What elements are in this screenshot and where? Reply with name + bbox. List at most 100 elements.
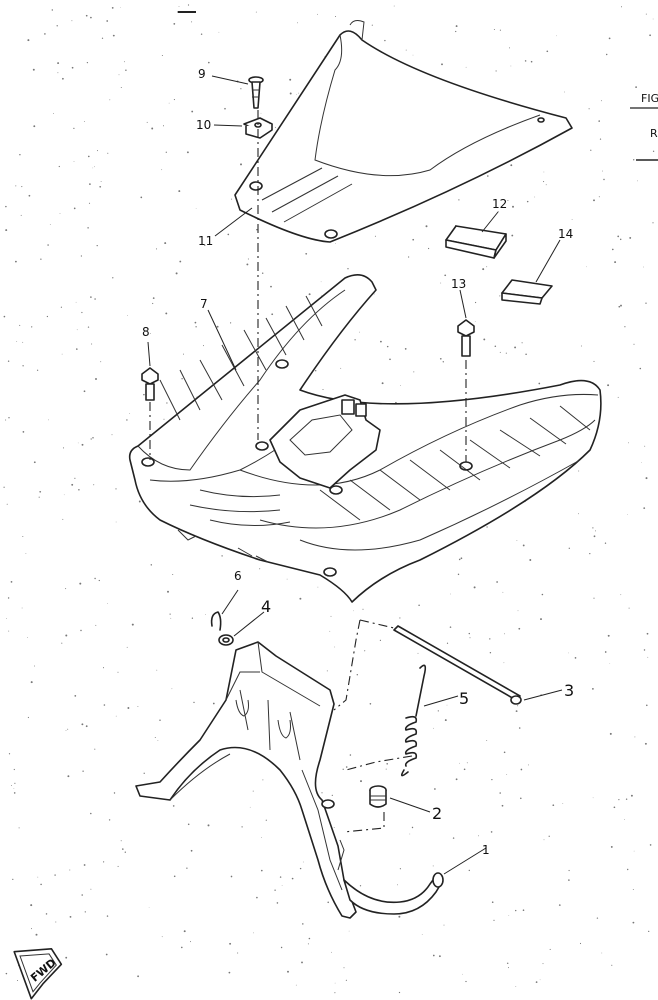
speck <box>172 573 174 576</box>
speck <box>74 695 77 697</box>
speck <box>247 258 249 260</box>
speck <box>71 20 73 22</box>
speck <box>599 138 602 140</box>
speck <box>260 869 263 872</box>
speck <box>152 297 155 299</box>
speck <box>455 25 458 28</box>
speck <box>619 238 622 241</box>
speck <box>514 346 517 349</box>
speck <box>115 488 117 490</box>
speck <box>182 353 185 355</box>
speck <box>73 127 75 130</box>
speck <box>173 99 175 101</box>
speck <box>276 902 279 904</box>
speck <box>92 437 94 439</box>
speck <box>286 578 288 580</box>
speck <box>173 875 176 878</box>
speck <box>21 607 23 609</box>
speck <box>380 340 382 343</box>
speck <box>302 923 304 925</box>
speck <box>76 329 78 331</box>
speck <box>171 688 173 690</box>
speck <box>595 530 596 532</box>
speck <box>598 120 600 122</box>
speck <box>317 586 319 588</box>
callout-14: 14 <box>558 227 573 241</box>
speck <box>299 867 302 870</box>
speck <box>627 442 629 444</box>
speck <box>643 649 646 651</box>
speck <box>417 652 419 654</box>
speck <box>463 768 466 771</box>
speck <box>100 180 102 182</box>
speck <box>627 513 629 515</box>
speck <box>57 72 59 74</box>
speck <box>611 964 613 966</box>
speck <box>84 911 86 913</box>
speck <box>94 748 96 750</box>
speck <box>173 23 176 25</box>
speck <box>469 637 471 639</box>
speck <box>18 827 20 829</box>
speck <box>241 826 243 828</box>
speck <box>96 150 99 152</box>
speck <box>7 597 10 599</box>
speck <box>28 194 31 197</box>
speck <box>12 878 14 881</box>
speck <box>624 819 625 820</box>
speck <box>56 25 58 27</box>
speck <box>588 108 590 110</box>
speck <box>246 263 249 266</box>
edge-label-r: R <box>650 127 658 140</box>
callout-8: 8 <box>142 325 150 339</box>
speck <box>397 884 398 886</box>
speck <box>354 339 356 341</box>
speck <box>459 762 460 764</box>
speck <box>381 382 384 385</box>
speck <box>522 909 525 911</box>
speck <box>580 345 582 347</box>
speck <box>38 496 40 498</box>
speck <box>190 849 193 852</box>
speck <box>373 293 375 295</box>
speck <box>161 936 163 938</box>
speck <box>218 31 220 33</box>
speck <box>632 889 634 890</box>
speck <box>308 937 311 940</box>
speck <box>645 477 648 480</box>
callout-2: 2 <box>432 804 442 823</box>
speck <box>259 568 261 570</box>
speck <box>617 235 620 238</box>
speck <box>539 979 541 981</box>
speck <box>179 260 182 263</box>
speck <box>187 823 190 826</box>
speck <box>92 167 94 169</box>
speck <box>562 803 564 804</box>
speck <box>117 865 119 867</box>
speck <box>348 930 350 932</box>
speck <box>611 248 614 251</box>
speck <box>156 669 158 671</box>
speck <box>159 719 161 721</box>
speck <box>240 163 242 166</box>
speck <box>30 681 33 684</box>
speck <box>287 970 289 973</box>
speck <box>405 49 407 51</box>
speck <box>592 527 594 529</box>
speck <box>555 35 557 37</box>
speck <box>633 343 635 345</box>
speck <box>571 219 573 221</box>
speck <box>86 61 89 64</box>
speck <box>127 707 130 709</box>
speck <box>579 942 582 945</box>
pivot-shaft-drawing <box>393 625 522 705</box>
speck <box>191 21 193 23</box>
callout-labels: 9 10 11 12 14 13 8 7 6 4 5 3 2 1 <box>142 67 574 857</box>
speck <box>520 797 522 800</box>
speck <box>3 315 6 318</box>
speck <box>617 396 619 398</box>
speck <box>335 243 337 245</box>
speck <box>178 190 181 193</box>
speck <box>21 186 23 188</box>
